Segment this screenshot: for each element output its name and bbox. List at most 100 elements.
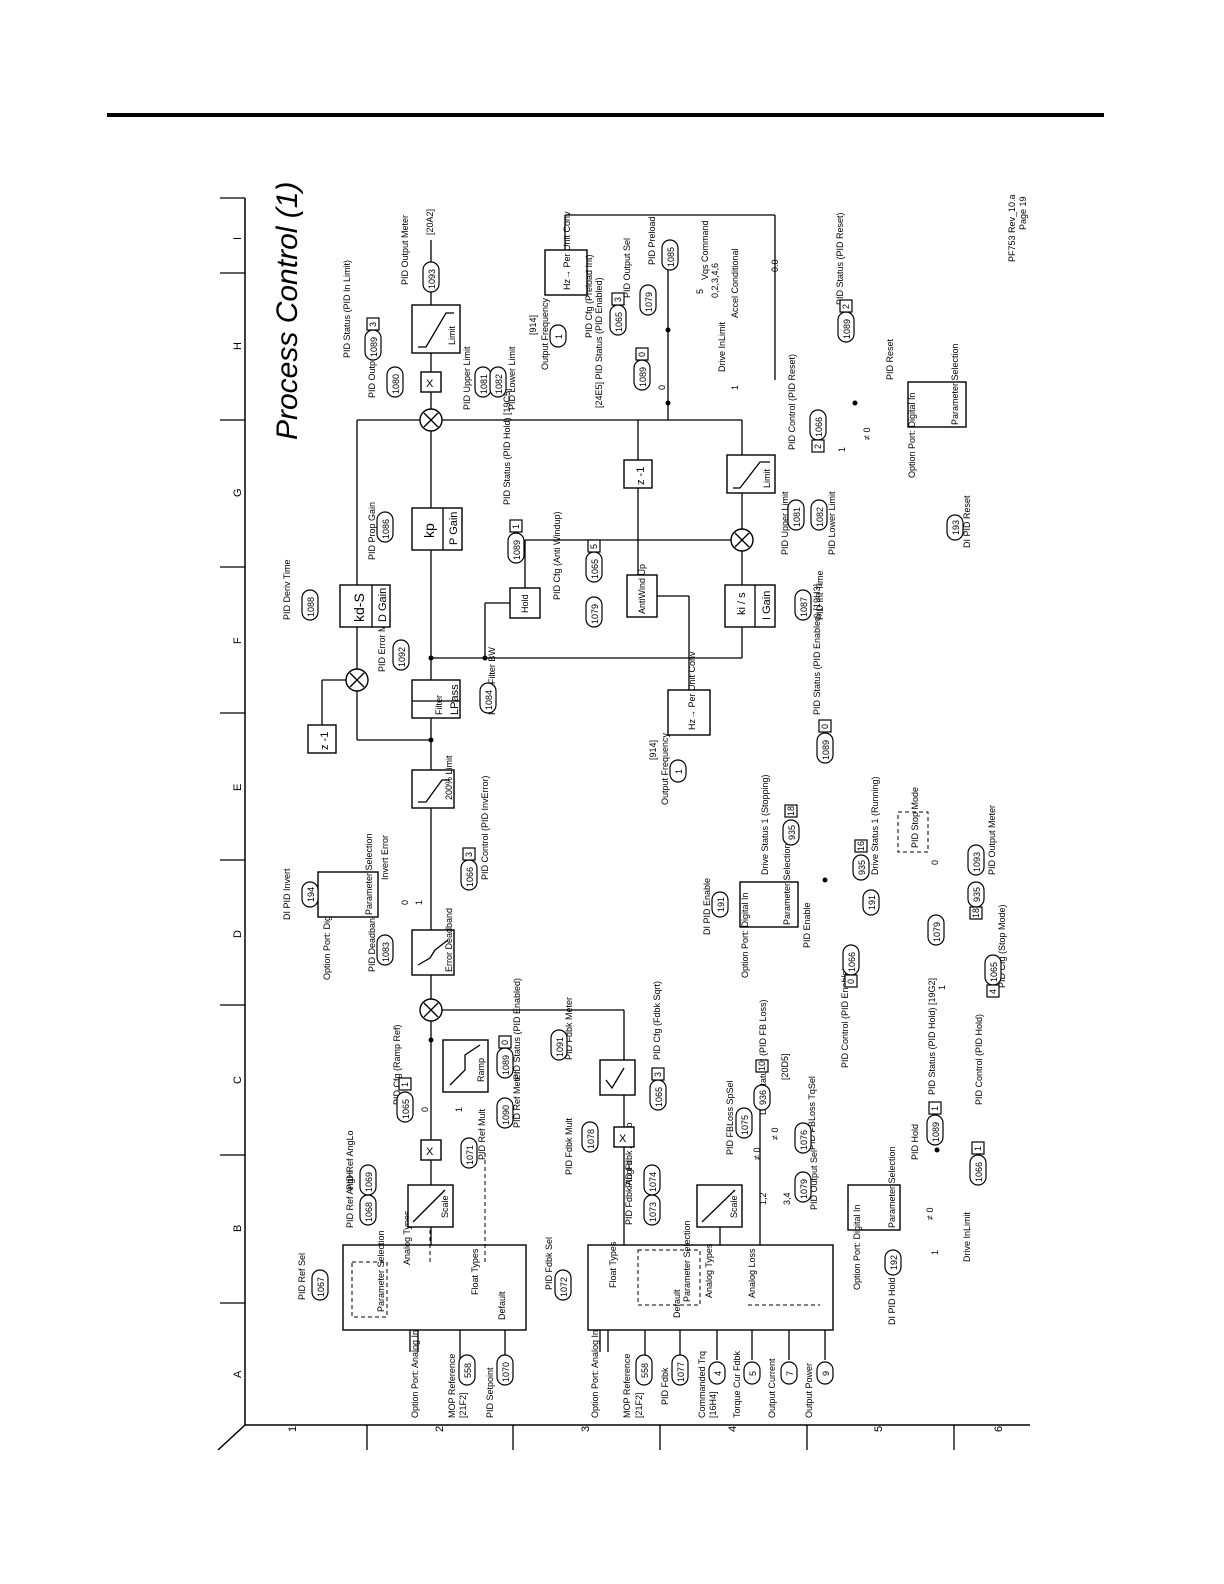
reset-option-digital: Option Port: Digital In bbox=[907, 392, 917, 478]
oval-194: 194 bbox=[301, 881, 319, 908]
output-lower-limit: PID Lower Limit bbox=[507, 346, 517, 410]
fbloss-labels: PID FBLoss SpSel PID FBLoss TqSel PID Ou… bbox=[725, 999, 819, 1210]
svg-text:1: 1 bbox=[674, 769, 684, 774]
kp-label: kp bbox=[421, 523, 437, 538]
oval-1080: 1080 bbox=[386, 366, 404, 398]
output-freq-lower: Output Frequency bbox=[660, 732, 670, 805]
svg-text:1: 1 bbox=[400, 1082, 410, 1087]
drive-status2-ref: [20D5] bbox=[780, 1053, 790, 1080]
ref-914-lower: [914] bbox=[648, 740, 658, 760]
svg-text:≠ 0: ≠ 0 bbox=[770, 1128, 780, 1140]
svg-text:191: 191 bbox=[716, 897, 726, 912]
oval-1089-enable: 1089 bbox=[816, 732, 834, 764]
limit200-label: 200% Limit bbox=[444, 755, 454, 800]
svg-text:4: 4 bbox=[988, 989, 998, 994]
oval-1065-anti: 1065 bbox=[585, 551, 603, 583]
svg-text:0: 0 bbox=[657, 385, 667, 390]
oval-1077: 1077 bbox=[671, 1354, 689, 1386]
antiwind-label: AntiWind Up bbox=[637, 564, 647, 614]
fdbk-21f2: [21F2] bbox=[634, 1392, 644, 1418]
output-upper-limit: PID Upper Limit bbox=[462, 346, 472, 410]
output-sum-junction bbox=[419, 408, 443, 432]
svg-text:1089: 1089 bbox=[821, 740, 831, 760]
svg-text:X: X bbox=[426, 1146, 434, 1158]
fdbk-scale-label: Scale bbox=[729, 1195, 739, 1218]
bit-inlimit: 3 bbox=[366, 317, 380, 331]
oval-1073: 1073 bbox=[643, 1194, 661, 1226]
output-status-inlimit: PID Status (PID In Limit) bbox=[342, 260, 352, 358]
oval-9: 9 bbox=[816, 1361, 834, 1385]
switch-values: 0 1 0 1 0 1 ≠ 0 1 5 ≠ 0 1 ≠ 0 ≠ 0 1 0 bbox=[400, 289, 947, 1255]
svg-text:1066: 1066 bbox=[974, 1162, 984, 1182]
oval-1087: 1087 bbox=[794, 589, 812, 621]
pid-hold-label: PID Hold bbox=[910, 1124, 920, 1160]
junction-dots bbox=[428, 327, 940, 1153]
svg-text:3: 3 bbox=[653, 1072, 663, 1077]
invert-error-label: Invert Error bbox=[380, 835, 390, 880]
oval-1079-fdbk: 1079 bbox=[794, 1171, 812, 1203]
ref-analog-types: Analog Types bbox=[402, 1210, 412, 1265]
svg-text:1085: 1085 bbox=[666, 247, 676, 267]
svg-text:1065: 1065 bbox=[401, 1099, 411, 1119]
output-limit-label: Limit bbox=[447, 325, 457, 345]
svg-text:1090: 1090 bbox=[501, 1105, 511, 1125]
oval-193: 193 bbox=[946, 514, 964, 541]
reset-label: PID Reset bbox=[885, 338, 895, 380]
hold-selector: Parameter Selection Option Port: Digital… bbox=[847, 978, 984, 1325]
pid-enable: PID Enable bbox=[802, 902, 812, 948]
dgain-label: D Gain bbox=[377, 588, 389, 622]
svg-text:16: 16 bbox=[856, 841, 866, 851]
di-pid-invert-label: DI PID Invert bbox=[282, 868, 292, 920]
oval-1081-int: 1081 bbox=[787, 499, 805, 531]
svg-text:1: 1 bbox=[930, 1250, 940, 1255]
svg-text:558: 558 bbox=[640, 1363, 650, 1378]
hold-drive-inlimit: Drive InLimit bbox=[962, 1211, 972, 1262]
page-number-label: Page 19 bbox=[1018, 196, 1028, 230]
fdbk-option-analog: Option Port: Analog In bbox=[590, 1330, 600, 1418]
drive-status2-label: Drive Status 2 (PID FB Loss) bbox=[758, 999, 768, 1115]
ref-anglo-label: PID Ref AngLo bbox=[345, 1130, 355, 1190]
svg-text:1066: 1066 bbox=[465, 867, 475, 887]
oval-1066-reset: 1066 bbox=[809, 409, 827, 441]
bit-preload-status: 0 bbox=[635, 347, 649, 361]
ramp-label: Ramp bbox=[476, 1058, 486, 1082]
oval-1065-sqrt: 1065 bbox=[649, 1079, 667, 1111]
svg-text:1072: 1072 bbox=[559, 1277, 569, 1297]
pid-ref-selector: Parameter Selection Analog Types Float T… bbox=[342, 1150, 527, 1360]
svg-text:1089: 1089 bbox=[638, 367, 648, 387]
svg-text:1086: 1086 bbox=[381, 519, 391, 539]
accel-cond: Accel Conditional bbox=[730, 248, 740, 318]
bit-reset-status: 2 bbox=[839, 299, 853, 313]
deriv-time-label: PID Deriv Time bbox=[282, 559, 292, 620]
pid-ref-sel-label: PID Ref Sel bbox=[297, 1253, 307, 1300]
limit200-block: 200% Limit bbox=[411, 755, 455, 809]
fdbk-commanded-trq: Commanded Trq bbox=[697, 1351, 707, 1418]
col-label-f: F bbox=[232, 637, 244, 644]
oval-1092: 1092 bbox=[392, 639, 410, 671]
svg-text:1093: 1093 bbox=[972, 852, 982, 872]
oval-1089-hold: 1089 bbox=[507, 532, 525, 564]
svg-text:1075: 1075 bbox=[740, 1115, 750, 1135]
svg-text:1066: 1066 bbox=[847, 952, 857, 972]
svg-text:0: 0 bbox=[420, 1107, 430, 1112]
fdbk-default: Default bbox=[672, 1289, 682, 1318]
output-meter-label: PID Output Meter bbox=[400, 215, 410, 285]
hold-option-digital: Option Port: Digital In bbox=[852, 1204, 862, 1290]
hold-control: PID Control (PID Hold) bbox=[974, 1014, 984, 1105]
lpass-bw-label: PID LP Filter BW bbox=[487, 647, 497, 715]
oval-1093-stop: 1093 bbox=[967, 844, 985, 876]
svg-text:1: 1 bbox=[837, 447, 847, 452]
svg-text:10: 10 bbox=[757, 1061, 767, 1071]
ref-option-analog: Option Port: Analog In bbox=[410, 1330, 420, 1418]
stop-mode-block: PID Stop Mode PID Cfg (Stop Mode) PID Ou… bbox=[897, 787, 1007, 988]
ref-pid-setpoint: PID Setpoint bbox=[485, 1367, 495, 1418]
svg-text:3: 3 bbox=[368, 322, 378, 327]
col-label-d: D bbox=[232, 930, 244, 938]
fdbk-anghi-label: PID Fdbk AngHi bbox=[624, 1161, 634, 1225]
svg-text:1089: 1089 bbox=[512, 540, 522, 560]
fdbk-mop-reference: MOP Reference bbox=[622, 1354, 632, 1418]
ref-anghi-label: PID Ref AngHi bbox=[345, 1170, 355, 1228]
oval-1088: 1088 bbox=[301, 589, 319, 621]
filter-label: Filter bbox=[434, 695, 444, 715]
svg-text:1083: 1083 bbox=[381, 942, 391, 962]
